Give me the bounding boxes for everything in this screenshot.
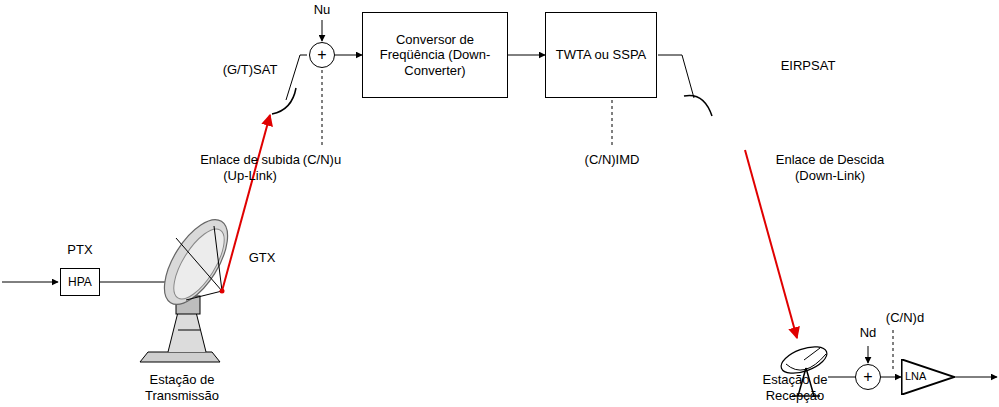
signal-label: (C/N)IMD xyxy=(585,152,640,168)
signal-connector xyxy=(881,377,901,378)
signal-label: Estação de Recepção xyxy=(755,372,835,403)
signal-label: (G/T)SAT xyxy=(223,62,278,78)
signal-label: (C/N)u xyxy=(303,152,341,168)
process-box: Conversor de Freqüência (Down-Converter) xyxy=(362,12,508,98)
input-wire xyxy=(2,282,58,283)
noise-input xyxy=(868,346,869,363)
signal-label: Nd xyxy=(860,325,877,341)
signal-connector xyxy=(335,55,362,56)
signal-label: EIRPSAT xyxy=(781,58,836,74)
signal-label: Enlace de Descida (Down-Link) xyxy=(765,152,895,183)
receive-antenna xyxy=(778,341,831,396)
signal-label: (C/N)d xyxy=(886,310,924,326)
rx-wire xyxy=(286,55,307,100)
sum-sign: + xyxy=(863,367,872,386)
signal-label: Nu xyxy=(314,2,331,18)
box-label: Conversor de Freqüência (Down-Converter) xyxy=(369,32,501,79)
measure-point xyxy=(893,330,894,370)
signal-connector xyxy=(508,55,545,56)
downlink-path xyxy=(745,150,797,338)
measure-point xyxy=(322,70,323,148)
summing-junction: + xyxy=(855,364,881,390)
box-label: LNA xyxy=(905,370,926,383)
process-box: HPA xyxy=(60,268,100,296)
transmit-antenna xyxy=(140,210,240,362)
rx-feed-wire xyxy=(828,377,856,378)
amplifier-triangle: LNA xyxy=(901,359,955,395)
feed-wire xyxy=(100,282,168,283)
noise-input xyxy=(322,20,323,41)
signal-label: Estação de Transmissão xyxy=(137,372,227,403)
signal-label: GTX xyxy=(249,250,276,266)
summing-junction: + xyxy=(309,42,335,68)
box-label: TWTA ou SSPA xyxy=(556,47,647,63)
satellite-tx-antenna xyxy=(684,95,712,116)
process-box: TWTA ou SSPA xyxy=(545,12,657,98)
measure-point xyxy=(612,100,613,148)
amplifier-outline xyxy=(902,359,955,394)
sum-sign: + xyxy=(317,45,326,64)
output-wire xyxy=(951,377,997,378)
box-label: HPA xyxy=(68,275,92,289)
signal-label: PTX xyxy=(67,242,92,258)
tx-wire xyxy=(658,55,694,98)
satellite-rx-antenna xyxy=(272,88,296,114)
signal-label: Enlace de subida (Up-Link) xyxy=(195,152,305,183)
